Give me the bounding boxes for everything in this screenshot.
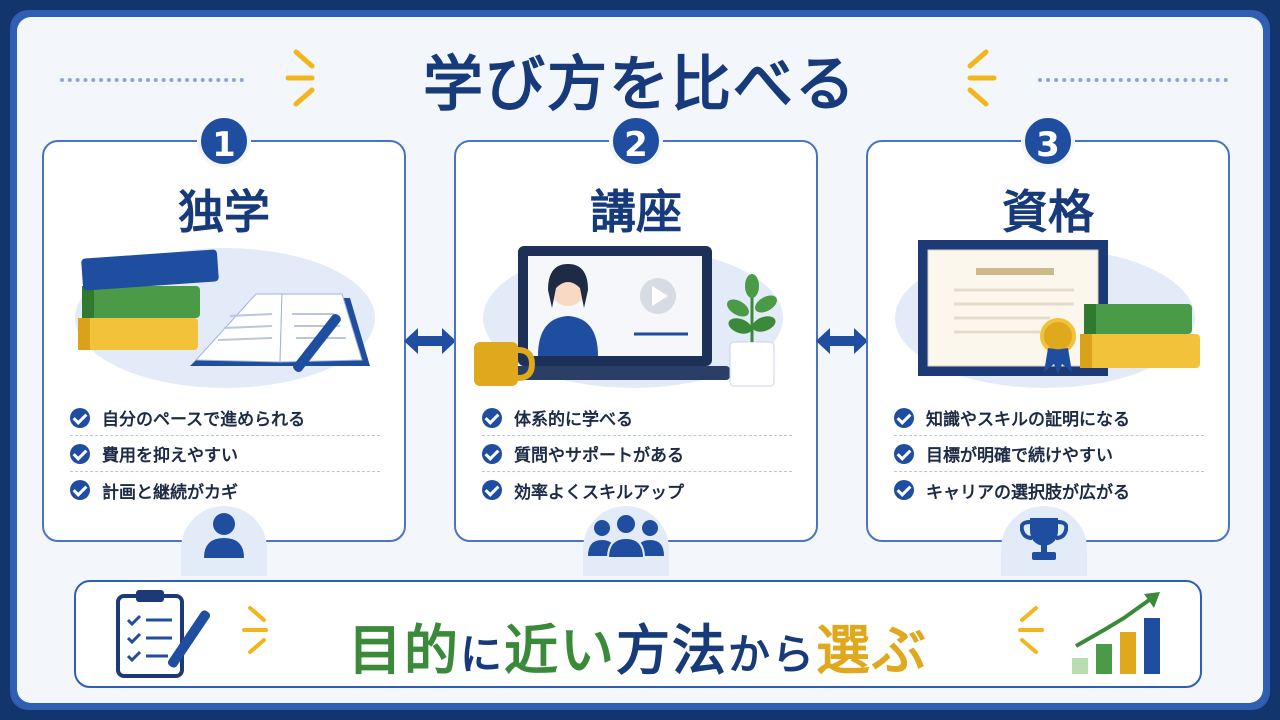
check-icon bbox=[482, 407, 502, 428]
clipboard-icon bbox=[116, 590, 211, 678]
title-dots-right bbox=[1038, 78, 1228, 82]
point-text: 計画と継続がカギ bbox=[102, 482, 238, 503]
card-title: 資格 bbox=[1002, 185, 1094, 239]
person-icon bbox=[204, 513, 244, 558]
conclusion-banner: 目的に近い方法から選ぶ bbox=[74, 580, 1202, 688]
banner-word-purpose: 目的 bbox=[347, 619, 460, 682]
list-item: 体系的に学べる bbox=[482, 400, 792, 436]
banner-word-choose: 選ぶ bbox=[816, 619, 929, 682]
sparkle-right-icon bbox=[967, 49, 997, 107]
check-icon bbox=[482, 480, 502, 500]
point-text: 質問やサポートがある bbox=[514, 446, 684, 466]
list-item: 費用を抑えやすい bbox=[70, 436, 380, 472]
list-item: 計画と継続がカギ bbox=[70, 472, 380, 508]
group-icon bbox=[588, 513, 664, 558]
title-dots-left bbox=[60, 78, 244, 82]
card-points-list: 知識やスキルの証明になる 目標が明確で続けやすい キャリアの選択肢が広がる bbox=[894, 400, 1204, 508]
card-number-badge: 2 bbox=[609, 114, 663, 168]
check-icon bbox=[894, 443, 914, 464]
check-icon bbox=[894, 407, 914, 428]
certificate-illustration bbox=[895, 240, 1200, 388]
point-text: 体系的に学べる bbox=[514, 410, 633, 430]
point-text: 知識やスキルの証明になる bbox=[926, 410, 1130, 430]
check-icon bbox=[70, 407, 90, 428]
trophy-icon bbox=[1020, 518, 1068, 560]
card-number-badge: 1 bbox=[197, 114, 251, 168]
point-text: 自分のペースで進められる bbox=[102, 410, 306, 430]
books-illustration bbox=[75, 248, 375, 388]
double-arrow-icon bbox=[404, 328, 456, 354]
banner-particle: に bbox=[459, 630, 504, 679]
laptop-lecture-illustration bbox=[474, 246, 783, 388]
list-item: 知識やスキルの証明になる bbox=[894, 400, 1204, 436]
list-item: キャリアの選択肢が広がる bbox=[894, 472, 1204, 508]
point-text: キャリアの選択肢が広がる bbox=[926, 482, 1130, 503]
check-icon bbox=[70, 480, 90, 500]
conclusion-text: 目的に近い方法から選ぶ bbox=[76, 606, 1200, 685]
point-text: 費用を抑えやすい bbox=[102, 446, 238, 466]
sparkle-left-icon bbox=[285, 49, 315, 107]
check-icon bbox=[70, 443, 90, 464]
sparkle-left-icon bbox=[242, 606, 268, 654]
point-text: 目標が明確で続けやすい bbox=[926, 446, 1113, 466]
list-item: 質問やサポートがある bbox=[482, 436, 792, 472]
list-item: 目標が明確で続けやすい bbox=[894, 436, 1204, 472]
double-arrow-icon bbox=[816, 328, 868, 354]
list-item: 効率よくスキルアップ bbox=[482, 472, 792, 508]
card-points-list: 自分のペースで進められる 費用を抑えやすい 計画と継続がカギ bbox=[70, 400, 380, 508]
check-icon bbox=[482, 443, 502, 464]
banner-word-method: 方法 bbox=[616, 619, 728, 682]
banner-particle: から bbox=[728, 630, 817, 679]
card-points-list: 体系的に学べる 質問やサポートがある 効率よくスキルアップ bbox=[482, 400, 792, 508]
card-title: 講座 bbox=[590, 185, 682, 239]
banner-word-close: 近い bbox=[504, 619, 616, 682]
point-text: 効率よくスキルアップ bbox=[514, 482, 684, 503]
card-number-badge: 3 bbox=[1021, 114, 1075, 168]
list-item: 自分のペースで進められる bbox=[70, 400, 380, 436]
sparkle-right-icon bbox=[1018, 606, 1044, 654]
page-title: 学び方を比べる bbox=[423, 50, 857, 120]
growth-chart-icon bbox=[1072, 592, 1160, 674]
card-title: 独学 bbox=[178, 185, 270, 239]
check-icon bbox=[894, 480, 914, 500]
